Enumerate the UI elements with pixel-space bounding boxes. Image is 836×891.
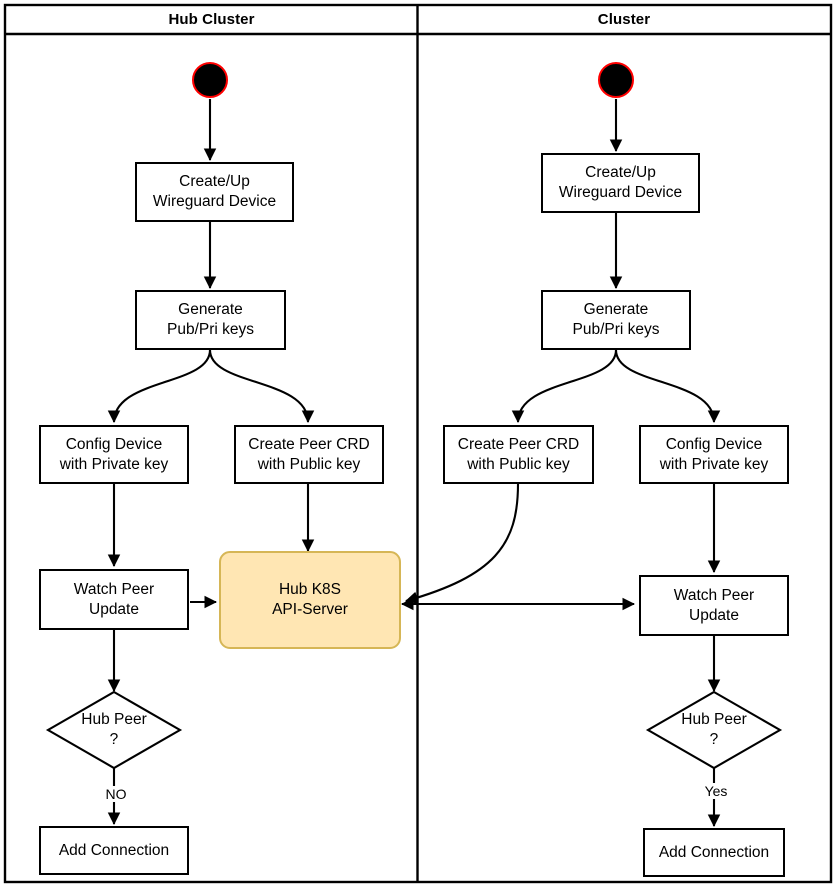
node-cluster-create-peer-crd[interactable]: Create Peer CRD with Public key (443, 425, 594, 484)
node-hub-k8s-api-server[interactable]: Hub K8S API-Server (219, 551, 401, 649)
node-hub-create-wireguard-device[interactable]: Create/Up Wireguard Device (135, 162, 294, 222)
node-hub-create-peer-crd[interactable]: Create Peer CRD with Public key (234, 425, 384, 484)
node-cluster-watch-peer-update[interactable]: Watch Peer Update (639, 575, 789, 636)
start-node-cluster (598, 62, 634, 98)
lane-title-cluster: Cluster (597, 11, 651, 28)
node-cluster-decision-hub-peer[interactable]: Hub Peer ? (648, 692, 780, 768)
node-hub-generate-keys[interactable]: Generate Pub/Pri keys (135, 290, 286, 350)
lane-title-hub-cluster: Hub Cluster (168, 11, 255, 28)
node-cluster-generate-keys[interactable]: Generate Pub/Pri keys (541, 290, 691, 350)
edge-label-cluster-yes: Yes (688, 783, 744, 799)
node-hub-config-device[interactable]: Config Device with Private key (39, 425, 189, 484)
edge-label-hub-no: NO (88, 786, 144, 802)
cluster-decision-label: Hub Peer ? (681, 711, 747, 748)
node-hub-add-connection[interactable]: Add Connection (39, 826, 189, 875)
start-node-hub (192, 62, 228, 98)
node-cluster-add-connection[interactable]: Add Connection (643, 828, 785, 877)
node-cluster-config-device[interactable]: Config Device with Private key (639, 425, 789, 484)
node-cluster-create-wireguard-device[interactable]: Create/Up Wireguard Device (541, 153, 700, 213)
node-hub-decision-hub-peer[interactable]: Hub Peer ? (48, 692, 180, 768)
node-hub-watch-peer-update[interactable]: Watch Peer Update (39, 569, 189, 630)
hub-decision-label: Hub Peer ? (81, 711, 147, 748)
